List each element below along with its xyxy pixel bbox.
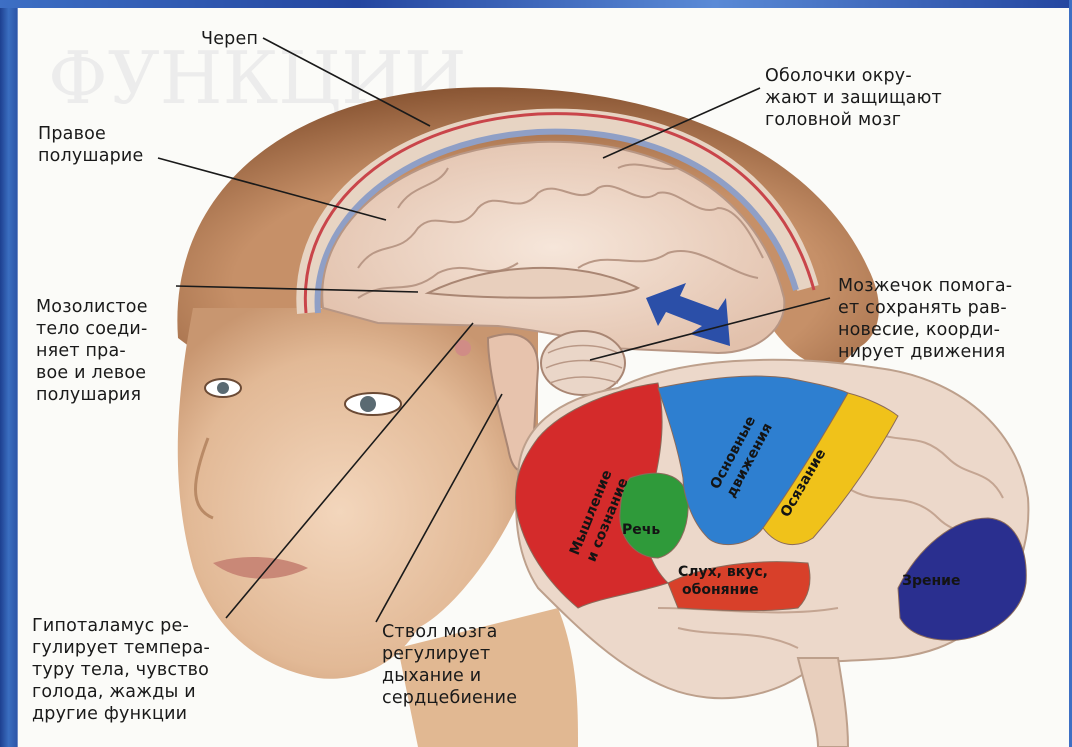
region-label-vision: Зрение bbox=[902, 573, 960, 589]
label-corpus-callosum: Мозолистое тело соеди- няет пра- вое и л… bbox=[36, 296, 148, 406]
region-label-speech: Речь bbox=[622, 522, 660, 538]
label-meninges: Оболочки окру- жают и защищают головной … bbox=[765, 65, 942, 131]
lateral-brainstem bbox=[798, 658, 848, 747]
right-iris bbox=[360, 396, 376, 412]
cerebellum-shape bbox=[541, 331, 625, 395]
label-cerebellum: Мозжечок помога- ет сохранять рав- новес… bbox=[838, 275, 1012, 363]
illustration-canvas: ФУНКЦИИ bbox=[18, 8, 1069, 747]
top-frame-band bbox=[0, 0, 1072, 8]
label-hypothalamus: Гипоталамус ре- гулирует темпера- туру т… bbox=[32, 615, 210, 725]
label-skull: Череп bbox=[201, 28, 258, 50]
label-right-hemisphere: Правое полушарие bbox=[38, 123, 143, 167]
label-brainstem: Ствол мозга регулирует дыхание и сердцеб… bbox=[382, 621, 517, 709]
left-iris bbox=[217, 382, 229, 394]
